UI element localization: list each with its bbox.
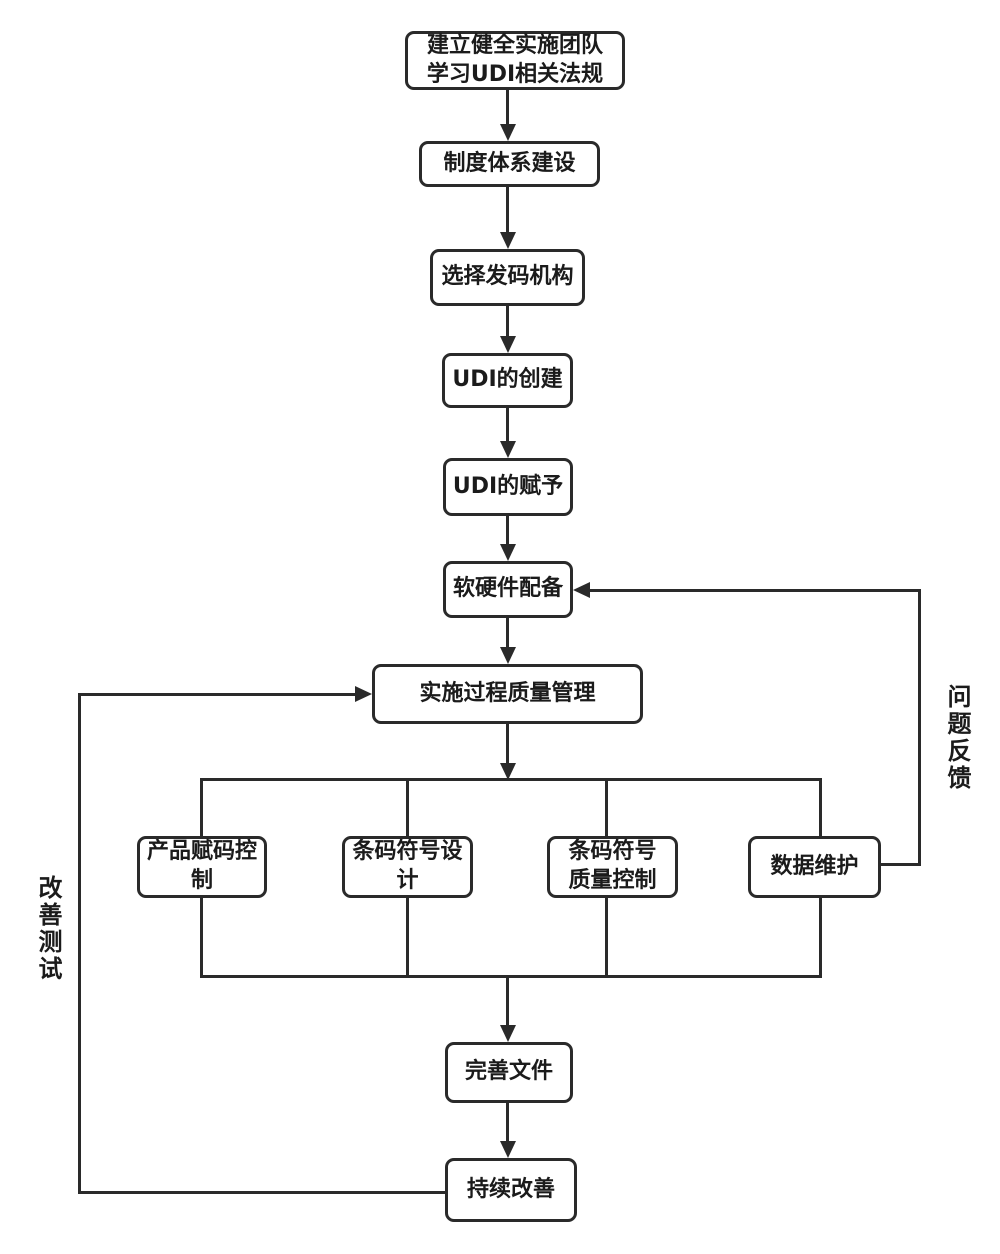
node-data-maintenance: 数据维护 — [748, 836, 881, 898]
connector-agency-udicreate — [506, 306, 509, 339]
arrowhead-udiassign-equipment — [500, 544, 516, 561]
connector-branch-documents — [506, 978, 509, 1027]
feedback-line-out — [881, 863, 921, 866]
feedback-line-in — [589, 589, 921, 592]
connector-udicreate-udiassign — [506, 408, 509, 444]
connector-udiassign-equipment — [506, 516, 509, 547]
arrowhead-system-agency — [500, 232, 516, 249]
branch-top-rail — [200, 778, 822, 781]
arrowhead-team-system — [500, 124, 516, 141]
improvement-line-up — [78, 693, 81, 1194]
node-team: 建立健全实施团队 学习UDI相关法规 — [405, 31, 625, 90]
node-quality-mgmt: 实施过程质量管理 — [372, 664, 643, 724]
node-udi-assign: UDI的赋予 — [443, 458, 573, 516]
node-coding-control: 产品赋码控 制 — [137, 836, 267, 898]
branch-bottom-rail — [200, 975, 822, 978]
connector-documents-improve — [506, 1103, 509, 1143]
node-symbol-design: 条码符号设 计 — [342, 836, 473, 898]
arrowhead-documents-improve — [500, 1141, 516, 1158]
connector-qualitymgmt-branch — [506, 724, 509, 766]
feedback-label: 问题反馈 — [943, 684, 971, 792]
arrowhead-improvement-qualitymgmt — [355, 686, 372, 702]
arrowhead-branch-documents — [500, 1025, 516, 1042]
connector-team-system — [506, 90, 509, 128]
node-udi-create: UDI的创建 — [442, 353, 573, 408]
node-continuous-improve: 持续改善 — [445, 1158, 577, 1222]
node-symbol-quality: 条码符号 质量控制 — [547, 836, 678, 898]
arrowhead-agency-udicreate — [500, 336, 516, 353]
feedback-line-up — [918, 589, 921, 866]
node-system: 制度体系建设 — [419, 141, 600, 187]
arrowhead-qualitymgmt-branch — [500, 763, 516, 780]
arrowhead-feedback-equipment — [573, 582, 590, 598]
improvement-line-in — [78, 693, 358, 696]
node-agency: 选择发码机构 — [430, 249, 585, 306]
connector-system-agency — [506, 187, 509, 235]
node-documents: 完善文件 — [445, 1042, 573, 1103]
improvement-line-out — [78, 1191, 446, 1194]
improvement-test-label: 改善测试 — [34, 875, 62, 983]
node-equipment: 软硬件配备 — [443, 561, 573, 618]
arrowhead-equipment-qualitymgmt — [500, 647, 516, 664]
arrowhead-udicreate-udiassign — [500, 441, 516, 458]
connector-equipment-qualitymgmt — [506, 618, 509, 650]
